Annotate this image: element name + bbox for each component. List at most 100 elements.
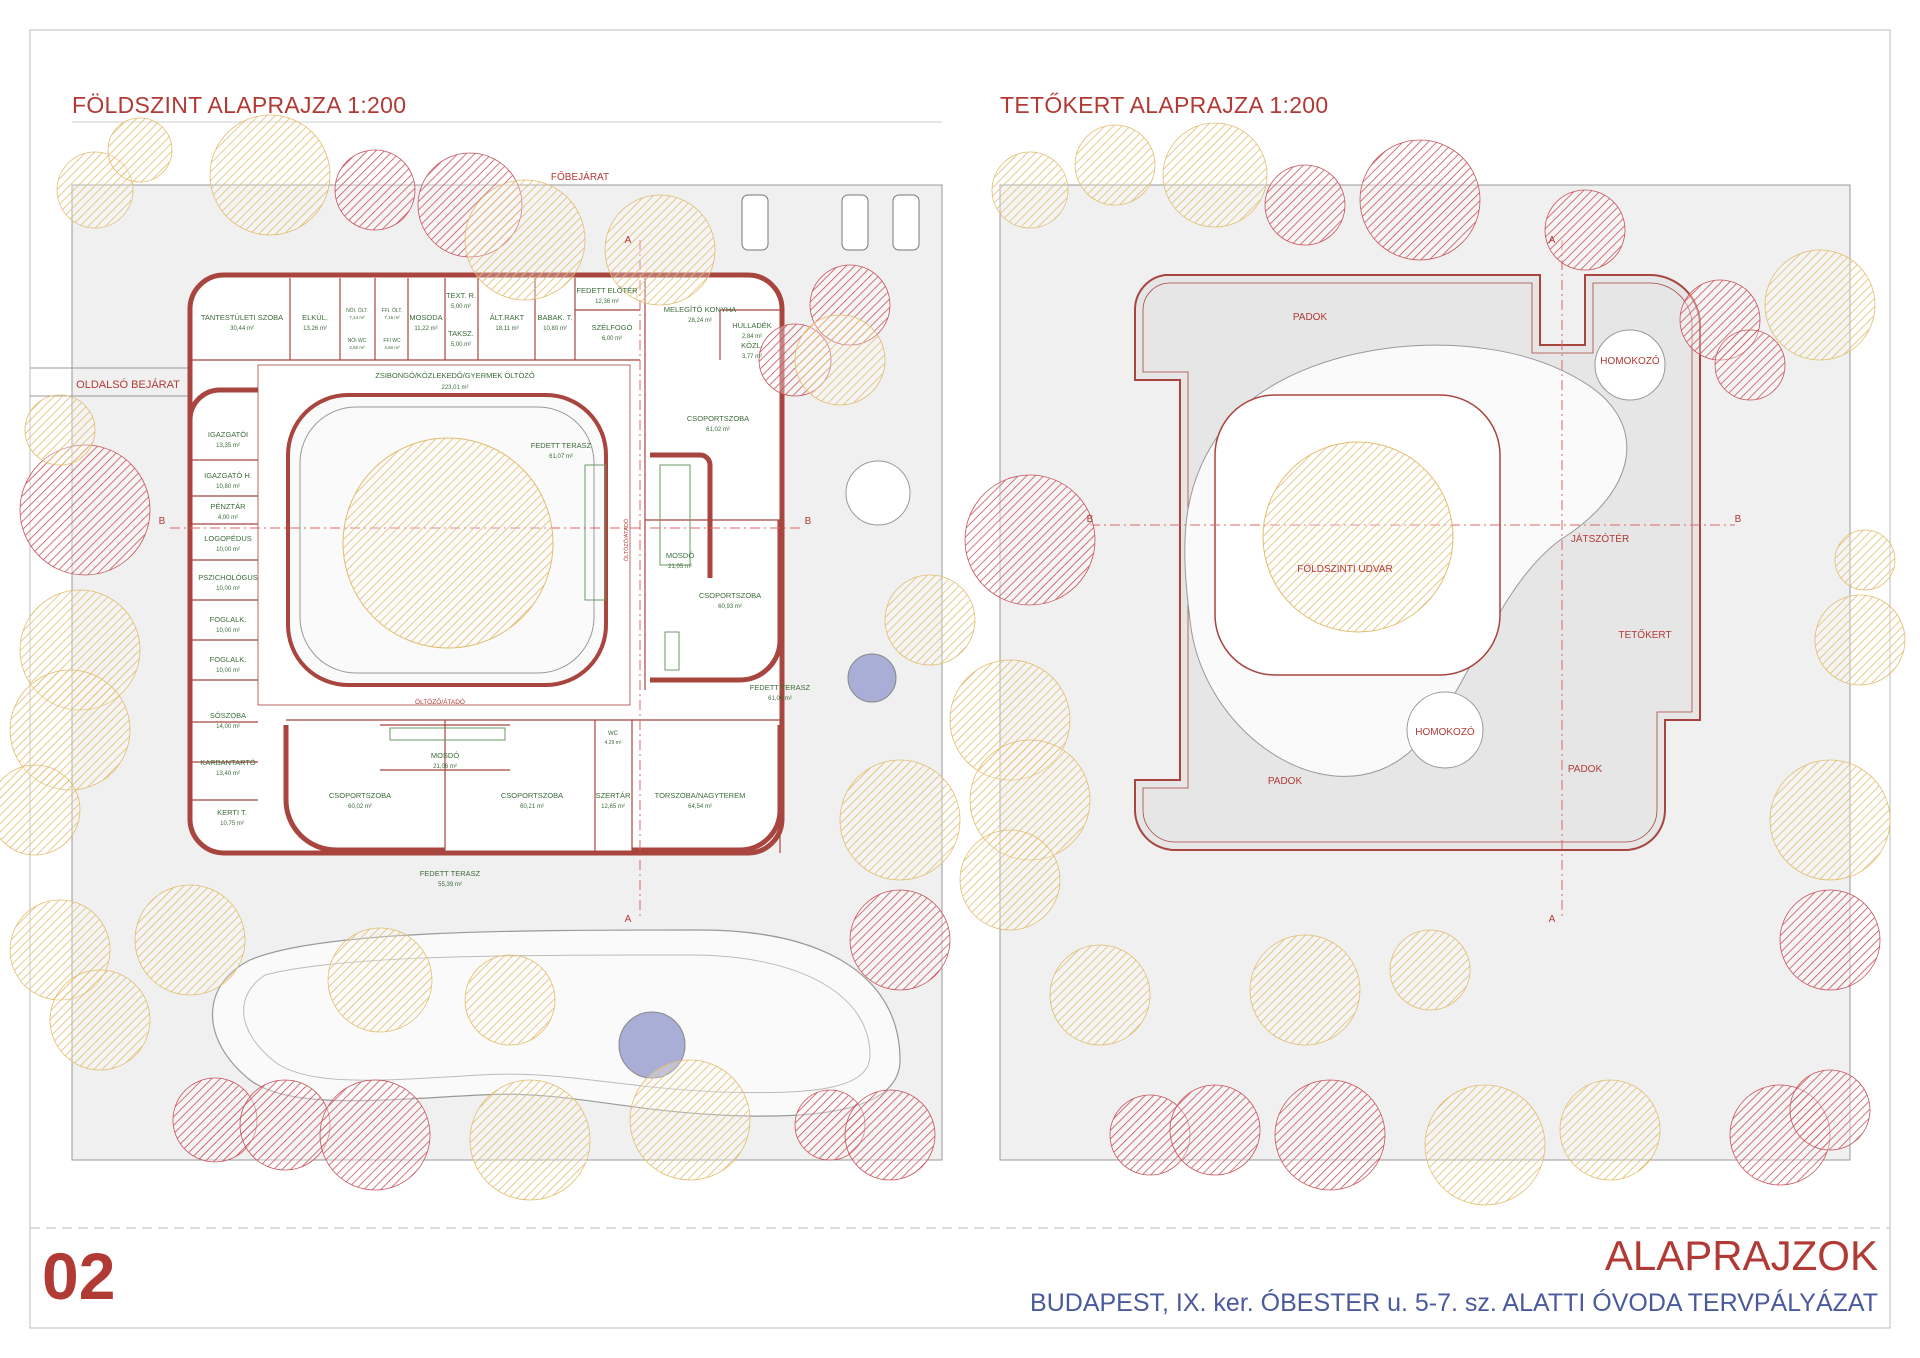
tree-canopy — [134, 884, 246, 996]
room-tantestuleti-area: 30,44 m² — [230, 326, 254, 332]
room-szertar-area: 12,65 m² — [601, 804, 625, 810]
courtyard-ring — [299, 406, 595, 674]
room-fedett-terasz-e-name: FEDETT TERASZ — [750, 683, 811, 692]
tree-canopy — [209, 114, 331, 236]
room-fedett-eloter-area: 12,36 m² — [595, 299, 619, 305]
room-pszichologus-area: 10,00 m² — [216, 586, 240, 592]
room-csoportszoba-sw-area: 60,02 m² — [348, 804, 372, 810]
room-fedett-eloter-name: FEDETT ELŐTÉR — [576, 286, 638, 295]
room-noi-olt-name: NŐI. ÖLT. — [346, 307, 368, 314]
room-text-r-name: TEXT. R. — [446, 291, 476, 300]
room-igazgatoi-name: IGAZGATÓI — [208, 430, 248, 439]
tree-canopy — [1559, 1079, 1661, 1181]
sheet-subtitle: BUDAPEST, IX. ker. ÓBESTER u. 5-7. sz. A… — [1030, 1289, 1878, 1317]
room-igazgato-h-name: IGAZGATÓ H. — [204, 471, 252, 480]
room-kozl-area: 3,77 m² — [742, 354, 762, 360]
room-mosdo-s-name: MOSDÓ — [431, 751, 460, 760]
room-ffi-olt-area: 7,16 m² — [384, 315, 400, 320]
room-elkul-name: ELKÜL. — [302, 313, 328, 322]
tree-canopy — [1074, 124, 1156, 206]
room-szelfogo-area: 6,00 m² — [602, 336, 622, 342]
tree-canopy — [107, 117, 173, 183]
room-alt-rakt-name: ÁLT.RAKT — [490, 313, 525, 322]
label-padok-sw: PADOK — [1268, 776, 1303, 787]
tree-canopy — [1169, 1084, 1261, 1176]
tree-canopy — [0, 764, 81, 856]
room-karbantarto-name: KARBANTARTÓ — [200, 758, 256, 767]
room-ffi-olt-name: FFI. ÖLT. — [382, 307, 402, 314]
room-karbantarto-area: 13,40 m² — [216, 771, 240, 777]
section-b-left-e: B — [805, 516, 812, 527]
tree-canopy — [1049, 944, 1151, 1046]
room-babak-t-area: 10,80 m² — [543, 326, 567, 332]
label-jatszoter: JÁTSZÓTÉR — [1571, 532, 1629, 545]
room-mosdo-e-area: 21,05 m² — [668, 564, 692, 570]
section-a-bottom-left: A — [625, 914, 632, 925]
room-csoportszoba-e-area: 60,93 m² — [718, 604, 742, 610]
main-entrance-label: FŐBEJÁRAT — [551, 169, 609, 183]
section-a-top-left: A — [625, 235, 632, 246]
section-a-top-right: A — [1549, 235, 1556, 246]
label-padok-n: PADOK — [1293, 312, 1328, 323]
tree-canopy — [964, 474, 1096, 606]
room-noi-olt-area: 7,14 m² — [349, 315, 365, 320]
tree-canopy — [1389, 929, 1471, 1011]
tree-canopy — [991, 151, 1069, 229]
room-hulladek-name: HULLADÉK — [732, 321, 772, 330]
sandpit-s — [1406, 691, 1484, 769]
room-igazgato-h-area: 10,80 m² — [216, 484, 240, 490]
room-alt-rakt-area: 18,11 m² — [495, 326, 518, 332]
tree-canopy — [604, 194, 716, 306]
tree-canopy — [469, 1079, 591, 1201]
room-kerti-t-name: KERTI T. — [217, 808, 247, 817]
room-fedett-terasz-center-area: 61,07 m² — [549, 454, 573, 460]
tree-canopy — [239, 1079, 331, 1171]
room-csoportszoba-sw-name: CSOPORTSZOBA — [329, 791, 391, 800]
section-b-right-w: B — [1087, 514, 1094, 525]
tree-canopy — [959, 829, 1061, 931]
room-tantestuleti-name: TANTESTÜLETI SZOBA — [201, 313, 283, 322]
sandpit-icon — [845, 460, 911, 526]
room-szertar-name: SZERTÁR — [596, 791, 631, 800]
label-padok-se: PADOK — [1568, 764, 1603, 775]
tree-canopies — [0, 114, 1906, 1206]
tree-canopy — [839, 759, 961, 881]
room-pszichologus-name: PSZICHOLÓGUS — [198, 573, 258, 582]
room-csoportszoba-ne-name: CSOPORTSZOBA — [687, 414, 749, 423]
room-foglalk1-name: FOGLALK. — [210, 615, 247, 624]
section-b-left-w: B — [159, 516, 166, 527]
roof-garden-labels: PADOK HOMOKOZÓ JÁTSZÓTÉR FÖLDSZINTI UDVA… — [1087, 235, 1742, 925]
room-mosdo-e-name: MOSDÓ — [666, 551, 695, 560]
room-elkul-area: 13,26 m² — [303, 326, 327, 332]
room-csoportszoba-e-name: CSOPORTSZOBA — [699, 591, 761, 600]
tree-canopy — [1424, 1084, 1546, 1206]
tree-canopy — [1814, 594, 1906, 686]
room-taksz-name: TAKSZ. — [448, 329, 474, 338]
room-taksz-area: 5,00 m² — [451, 342, 471, 348]
tree-canopy — [19, 444, 151, 576]
room-melegito-area: 28,24 m² — [688, 318, 712, 324]
tree-canopy — [844, 1089, 936, 1181]
room-wc-s-area: 4,29 m² — [605, 740, 622, 746]
room-foglalk1-area: 10,00 m² — [216, 628, 240, 634]
tree-canopy — [464, 954, 556, 1046]
ground-floor-labels: FŐBEJÁRAT OLDALSÓ BEJÁRAT A A B B TANTES… — [76, 169, 812, 925]
tree-canopy — [1249, 934, 1361, 1046]
tree-canopy — [1162, 122, 1268, 228]
room-soszoba-area: 14,00 m² — [216, 724, 240, 730]
room-walls — [187, 387, 783, 853]
courtyard-tree-canopy — [1262, 441, 1454, 633]
room-zsibongo-area: 223,01 m² — [441, 385, 468, 391]
room-babak-t-name: BABAK. T. — [538, 313, 573, 322]
room-fedett-terasz-s-area: 55,39 m² — [438, 882, 462, 888]
room-szelfogo-name: SZÉLFOGÓ — [592, 323, 633, 332]
tree-canopy — [794, 314, 886, 406]
room-zsibongo-name: ZSIBONGÓ/KÖZLEKEDŐ/GYERMEK ÖLTÖZŐ — [375, 371, 535, 380]
room-csoportszoba-s-name: CSOPORTSZOBA — [501, 791, 563, 800]
label-tetokert: TETŐKERT — [1618, 627, 1671, 641]
room-partitions — [190, 278, 781, 853]
room-fedett-terasz-center-name: FEDETT TERASZ — [531, 441, 592, 450]
room-text-r-area: 5,00 m² — [451, 304, 471, 310]
room-logopedus-area: 10,00 m² — [216, 547, 240, 553]
